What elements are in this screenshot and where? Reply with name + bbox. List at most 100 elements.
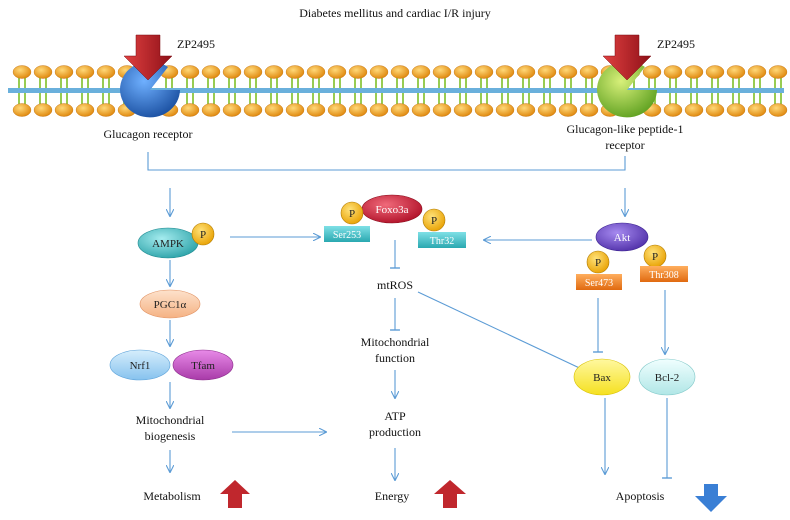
receptor-link-line: [147, 152, 626, 171]
nrf1-label: Nrf1: [130, 360, 151, 372]
lipid-head: [180, 65, 200, 79]
lipid-head: [747, 103, 767, 117]
lipid-head: [54, 65, 74, 79]
bcl2-shape: [638, 358, 696, 396]
bax-node: Bax: [573, 358, 631, 396]
lipid-head: [705, 65, 725, 79]
lipid-head: [54, 103, 74, 117]
akt-label: Akt: [614, 232, 631, 244]
lipid-head: [285, 65, 305, 79]
lipid-head: [558, 65, 578, 79]
membrane-core: [8, 88, 784, 93]
energy-up-arrow-icon: [434, 480, 466, 508]
lipid-head: [453, 65, 473, 79]
lipid-head: [306, 65, 326, 79]
lipid-head: [495, 65, 515, 79]
mito-biogenesis-line2: biogenesis: [145, 429, 196, 443]
lipid-head: [96, 103, 116, 117]
lipid-head: [474, 103, 494, 117]
lipid-head: [33, 65, 53, 79]
lipid-head: [390, 103, 410, 117]
tfam-shape: [172, 349, 234, 381]
ser473-site: [576, 274, 622, 290]
lipid-head: [306, 103, 326, 117]
nrf1-shape: [109, 349, 171, 381]
lipid-head: [369, 103, 389, 117]
lipid-head: [243, 103, 263, 117]
lipid-head: [537, 65, 557, 79]
thr32-label: Thr32: [430, 236, 454, 247]
lipid-head: [348, 103, 368, 117]
lipid-head: [432, 103, 452, 117]
lipid-head: [180, 103, 200, 117]
lipid-head: [264, 65, 284, 79]
lipid-head: [642, 65, 662, 79]
lipid-head: [663, 103, 683, 117]
mito-function-line2: function: [375, 351, 415, 365]
tfam-node: Tfam: [172, 349, 234, 381]
mtros-label: mtROS: [377, 278, 413, 292]
thr32-phospho-label: P: [431, 215, 437, 227]
mito-function-line1: Mitochondrial: [361, 335, 430, 349]
pgc1a-node: PGC1α: [139, 289, 201, 319]
lipid-head: [222, 103, 242, 117]
lipid-head: [747, 65, 767, 79]
lipid-head: [327, 103, 347, 117]
drug-label-left: ZP2495: [177, 37, 215, 51]
thr32-phospho-badge: [422, 208, 446, 232]
mito-biogenesis-line1: Mitochondrial: [136, 413, 205, 427]
lipid-head: [705, 103, 725, 117]
lipid-head: [537, 103, 557, 117]
ampk-phospho-badge: [191, 222, 215, 246]
thr308-label: Thr308: [649, 270, 678, 281]
lipid-head: [411, 65, 431, 79]
metabolism-label: Metabolism: [143, 489, 201, 503]
glp1-receptor-label-line1: Glucagon-like peptide-1: [567, 122, 684, 136]
lipid-head: [684, 65, 704, 79]
lipid-head: [453, 103, 473, 117]
lipid-head: [369, 65, 389, 79]
ampk-phospho-label: P: [200, 229, 206, 241]
bcl2-label: Bcl-2: [655, 372, 679, 384]
bax-label: Bax: [593, 372, 611, 384]
akt-complex: Akt P P Ser473 Thr308: [576, 222, 688, 290]
lipid-head: [516, 65, 536, 79]
ser253-phospho-badge: [340, 201, 364, 225]
pgc1a-shape: [139, 289, 201, 319]
connectors: [147, 152, 672, 480]
thr308-site: [640, 266, 688, 282]
lipid-head: [411, 103, 431, 117]
ser253-site: [324, 226, 370, 242]
drug-label-right: ZP2495: [657, 37, 695, 51]
drug-arrow-left: [123, 34, 173, 81]
lipid-head: [201, 65, 221, 79]
arrow-mtros-to-bax: [417, 291, 588, 372]
lipid-head: [684, 103, 704, 117]
glp1-receptor-shape: [597, 61, 657, 118]
diagram-title: Diabetes mellitus and cardiac I/R injury: [299, 6, 491, 20]
lipid-head: [726, 103, 746, 117]
glucagon-receptor-label: Glucagon receptor: [104, 127, 193, 141]
lipid-head: [12, 65, 32, 79]
lipid-head: [663, 65, 683, 79]
ser253-phospho-label: P: [349, 208, 355, 220]
lipid-head: [579, 103, 599, 117]
lipid-head: [75, 103, 95, 117]
lipid-head: [768, 65, 788, 79]
ser473-phospho-label: P: [595, 257, 601, 269]
foxo3a-label: Foxo3a: [376, 204, 409, 216]
glucagon-receptor-shape: [120, 61, 180, 118]
lipid-head: [75, 65, 95, 79]
ser473-label: Ser473: [585, 278, 613, 289]
glp1-receptor: [597, 61, 657, 118]
energy-label: Energy: [375, 489, 409, 503]
lipid-head: [264, 103, 284, 117]
tfam-label: Tfam: [191, 360, 215, 372]
metabolism-up-arrow-icon: [220, 480, 250, 508]
lipid-head: [474, 65, 494, 79]
lipid-head: [201, 103, 221, 117]
lipid-head: [390, 65, 410, 79]
thr32-site: [418, 232, 466, 248]
lipid-head: [495, 103, 515, 117]
bax-shape: [573, 358, 631, 396]
